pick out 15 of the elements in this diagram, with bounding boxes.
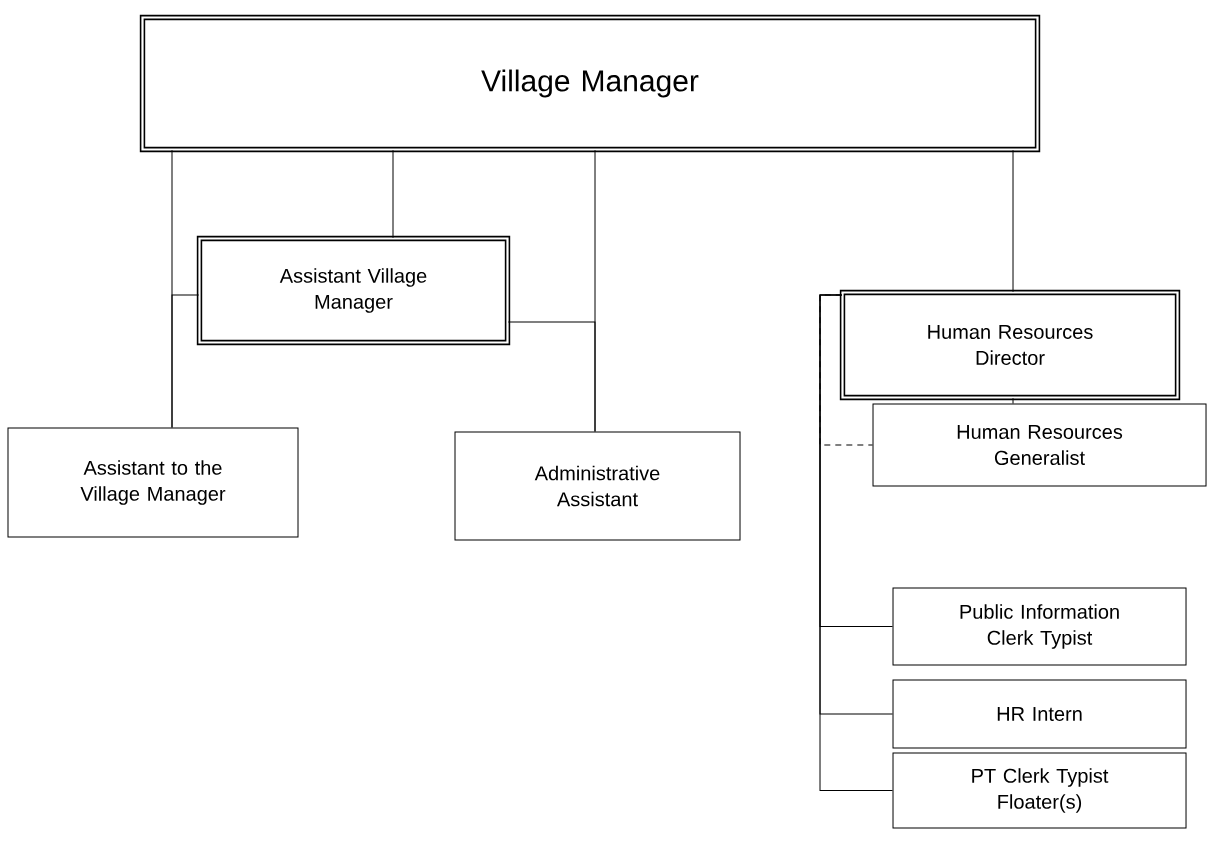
position-box: Human Resources Director <box>839 289 1181 401</box>
position-box: Village Manager <box>139 14 1041 153</box>
position-box: Assistant to the Village Manager <box>7 427 299 538</box>
position-box: HR Intern <box>892 679 1187 749</box>
position-box: PT Clerk Typist Floater(s) <box>892 752 1187 829</box>
position-box: Administrative Assistant <box>454 431 741 541</box>
connector-line <box>819 294 893 791</box>
position-box: Human Resources Generalist <box>872 403 1207 487</box>
connector-line <box>1012 149 1014 293</box>
position-box: Assistant Village Manager <box>196 235 511 346</box>
connector-line <box>507 321 596 432</box>
connector-line <box>392 149 394 239</box>
position-box: Public Information Clerk Typist <box>892 587 1187 666</box>
connector-line <box>171 294 200 428</box>
connector-line <box>1012 397 1014 404</box>
